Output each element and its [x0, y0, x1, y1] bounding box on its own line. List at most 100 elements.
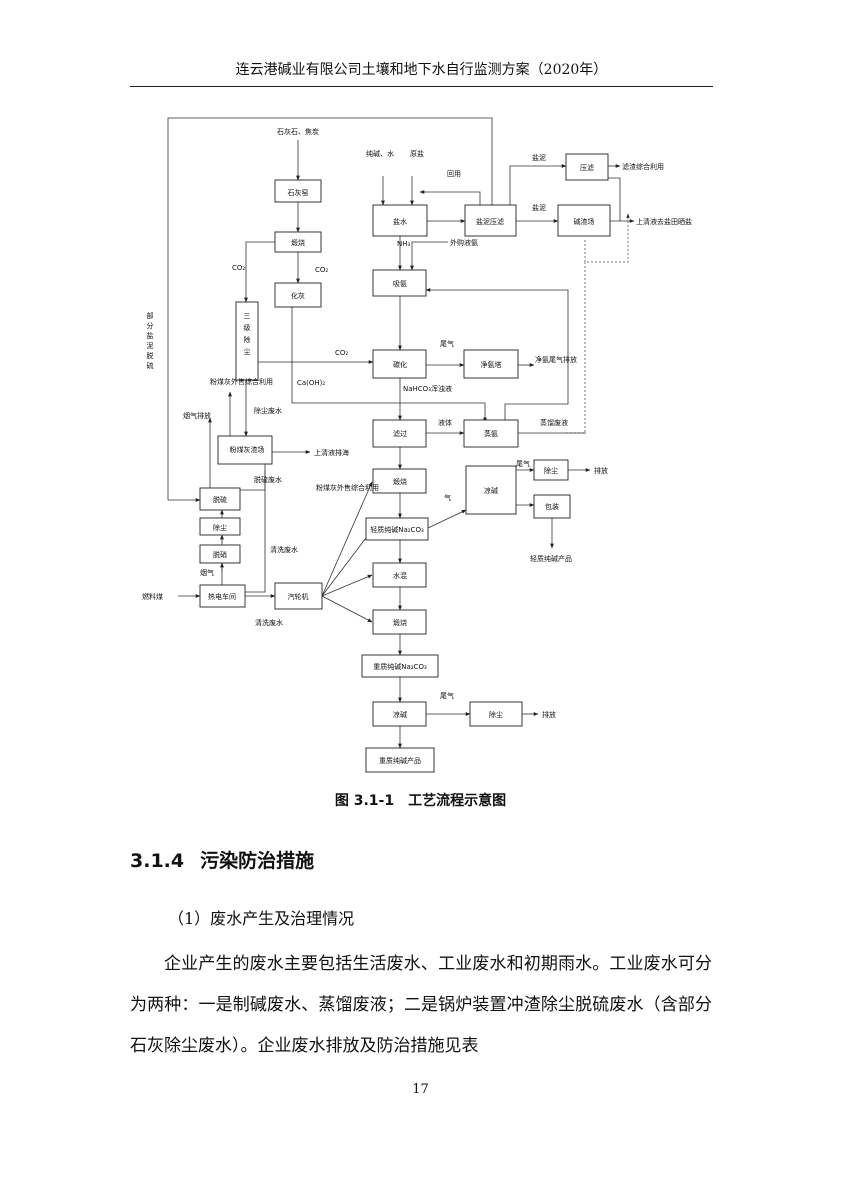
box-calcine-2 — [372, 468, 427, 494]
box-dedust — [199, 517, 241, 536]
label-flyash-sale-1: 粉煤灰外售综合利用 — [210, 377, 273, 386]
node-alkali-yard: 碱渣场 — [574, 217, 595, 226]
label-tail-gas-3: 尾气 — [440, 691, 454, 700]
label-flue-gas: 烟气 — [200, 568, 214, 577]
box-slake — [274, 282, 322, 308]
node-filter: 滤过 — [393, 429, 407, 438]
box-absorb — [372, 269, 427, 297]
label-clean-wastewater-1: 清洗废水 — [270, 545, 298, 554]
box-denitr — [199, 544, 241, 564]
node-dust3: 三级除尘 — [244, 312, 251, 356]
flow-lines — [167, 117, 635, 749]
node-carbonize: 碳化 — [393, 360, 407, 369]
label-supernatant-salt-field: 上清液去盐田晒盐 — [636, 217, 692, 226]
box-pack — [533, 494, 571, 519]
node-turbine: 汽轮机 — [288, 592, 309, 601]
node-heavy-soda: 重质纯碱Na₂CO₃ — [373, 662, 427, 671]
node-absorb: 吸氨 — [393, 279, 407, 288]
box-desulf — [199, 487, 241, 511]
label-purchased-ammonia: 外购液氨 — [450, 238, 478, 247]
box-cool-2 — [372, 701, 427, 727]
box-dust3 — [235, 301, 259, 381]
box-thermal — [199, 584, 246, 608]
node-cool-2: 凉碱 — [393, 710, 407, 719]
body-paragraph: 企业产生的废水主要包括生活废水、工业废水和初期雨水。工业废水可分为两种：一是制碱… — [130, 954, 712, 1056]
process-boxes — [199, 153, 611, 773]
box-ammonia-tower — [463, 349, 519, 379]
box-calcine-3 — [372, 609, 427, 635]
node-brine: 盐水 — [393, 217, 407, 226]
node-press-filter: 压滤 — [580, 163, 594, 172]
label-desulf-wastewater: 脱硫废水 — [254, 475, 282, 484]
box-filter — [372, 419, 427, 448]
label-light-product: 轻质纯碱产品 — [530, 554, 572, 563]
label-nahco3: NaHCO₃浑浊液 — [403, 384, 452, 393]
node-distill: 蒸氨 — [484, 429, 498, 438]
node-calcine-3: 煅烧 — [393, 618, 407, 627]
node-desulf: 脱硫 — [213, 495, 227, 504]
box-carbonize — [372, 349, 427, 379]
box-dust-b — [469, 701, 523, 727]
node-calcine-2: 煅烧 — [393, 477, 407, 486]
node-dedust: 除尘 — [213, 523, 227, 532]
node-mud-press: 盐泥压滤 — [476, 217, 504, 226]
label-discharge-1: 排放 — [594, 466, 608, 475]
box-lime-kiln — [274, 179, 322, 203]
node-thermal: 热电车间 — [208, 592, 236, 601]
node-light-soda: 轻质纯碱Na₂CO₃ — [370, 525, 424, 534]
label-limestone-coke: 石灰石、焦炭 — [277, 127, 319, 136]
node-hydrate: 水混 — [393, 571, 407, 580]
page-number: 17 — [412, 1082, 429, 1097]
label-recycle: 回用 — [447, 170, 461, 178]
label-supernatant-sea: 上清液排海 — [314, 448, 349, 457]
node-calcine-1: 煅烧 — [291, 238, 305, 247]
label-dust-wastewater: 除尘废水 — [254, 406, 282, 415]
label-filter-residue: 滤渣综合利用 — [622, 162, 664, 171]
label-distill-waste: 蒸馏废液 — [540, 418, 568, 427]
label-salt-mud-1: 盐泥 — [532, 153, 546, 162]
node-denitr: 脱硝 — [213, 550, 227, 559]
box-light-soda — [365, 517, 429, 541]
node-dust-a: 除尘 — [544, 466, 558, 475]
label-co2-b: CO₂ — [315, 266, 328, 274]
section-number: 3.1.4 — [130, 850, 185, 872]
label-liquid: 液体 — [438, 418, 452, 427]
label-discharge-2: 排放 — [542, 710, 556, 719]
node-cool-1: 凉碱 — [484, 486, 498, 495]
box-dust-a — [533, 459, 569, 481]
node-lime-kiln: 石灰窑 — [288, 188, 309, 197]
node-slake: 化灰 — [291, 291, 305, 300]
label-caoh2: Ca(OH)₂ — [297, 379, 325, 387]
box-hydrate — [372, 562, 427, 588]
box-distill — [463, 419, 519, 448]
box-heavy-product — [365, 747, 435, 773]
label-soda-water: 纯碱、水 — [366, 149, 394, 158]
box-alkali-yard — [557, 204, 611, 237]
node-dust-b: 除尘 — [489, 710, 503, 719]
section-heading: 3.1.4 污染防治措施 — [130, 846, 314, 873]
label-co2-a: CO₂ — [232, 264, 245, 272]
node-pack: 包装 — [545, 502, 559, 511]
page-header: 连云港碱业有限公司土壤和地下水自行监测方案（2020年） — [130, 60, 713, 87]
process-flow-diagram: 石灰窑 煅烧 化灰 粉煤灰渣场 脱硫 除尘 脱硝 热电车间 汽轮机 盐水 盐泥压… — [142, 117, 692, 773]
label-partial-mud-desulf: 部分盐泥脱硫 — [147, 311, 154, 370]
label-salt-mud-2: 盐泥 — [532, 203, 546, 212]
box-press-filter — [565, 153, 609, 181]
box-cool-1 — [465, 465, 517, 515]
label-flyash-sale-2: 粉煤灰外售综合利用 — [316, 483, 379, 492]
label-co2-c: CO₂ — [335, 349, 348, 357]
box-flyash-yard — [217, 435, 273, 465]
subsection-heading: （1）废水产生及治理情况 — [168, 909, 355, 928]
node-flyash-yard: 粉煤灰渣场 — [230, 445, 265, 454]
label-clean-wastewater-2: 清洗废水 — [255, 618, 283, 627]
box-heavy-soda — [361, 654, 439, 678]
label-raw-salt: 原盐 — [410, 149, 424, 158]
label-nh3: NH₃ — [397, 240, 411, 248]
label-tail-gas-1: 尾气 — [440, 339, 454, 348]
section-title: 污染防治措施 — [200, 850, 315, 872]
node-ammonia-tower: 净氨塔 — [481, 360, 502, 369]
box-mud-press — [464, 204, 517, 237]
box-calcine-1 — [274, 231, 322, 253]
label-ammonia-exhaust-1: 净氨尾气排放 — [535, 355, 577, 364]
figure-caption: 图 3.1-1 工艺流程示意图 — [334, 793, 507, 809]
